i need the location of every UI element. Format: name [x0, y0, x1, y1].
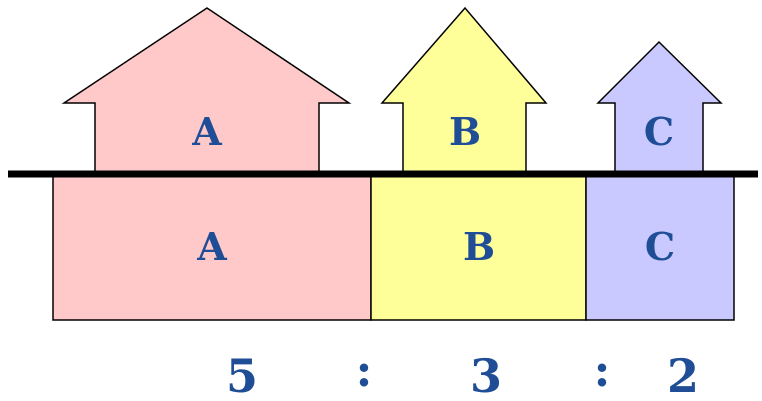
house-b-label: B [449, 109, 481, 154]
house-a-label: A [191, 109, 222, 154]
ratio-value-b: 3 [470, 349, 502, 401]
block-c-label: C [645, 224, 675, 269]
block-c [585, 171, 735, 321]
ratio-separator-1: : [356, 343, 373, 397]
block-b-label: B [463, 224, 495, 269]
ratio-value-c: 2 [667, 349, 699, 401]
ratio-separator-2: : [594, 343, 611, 397]
house-c-label: C [644, 109, 674, 154]
house-b [380, 6, 548, 173]
house-a [61, 7, 352, 173]
house-c [596, 40, 723, 173]
block-a-label: A [196, 224, 227, 269]
ratio-value-a: 5 [226, 349, 258, 401]
block-b [370, 171, 587, 321]
